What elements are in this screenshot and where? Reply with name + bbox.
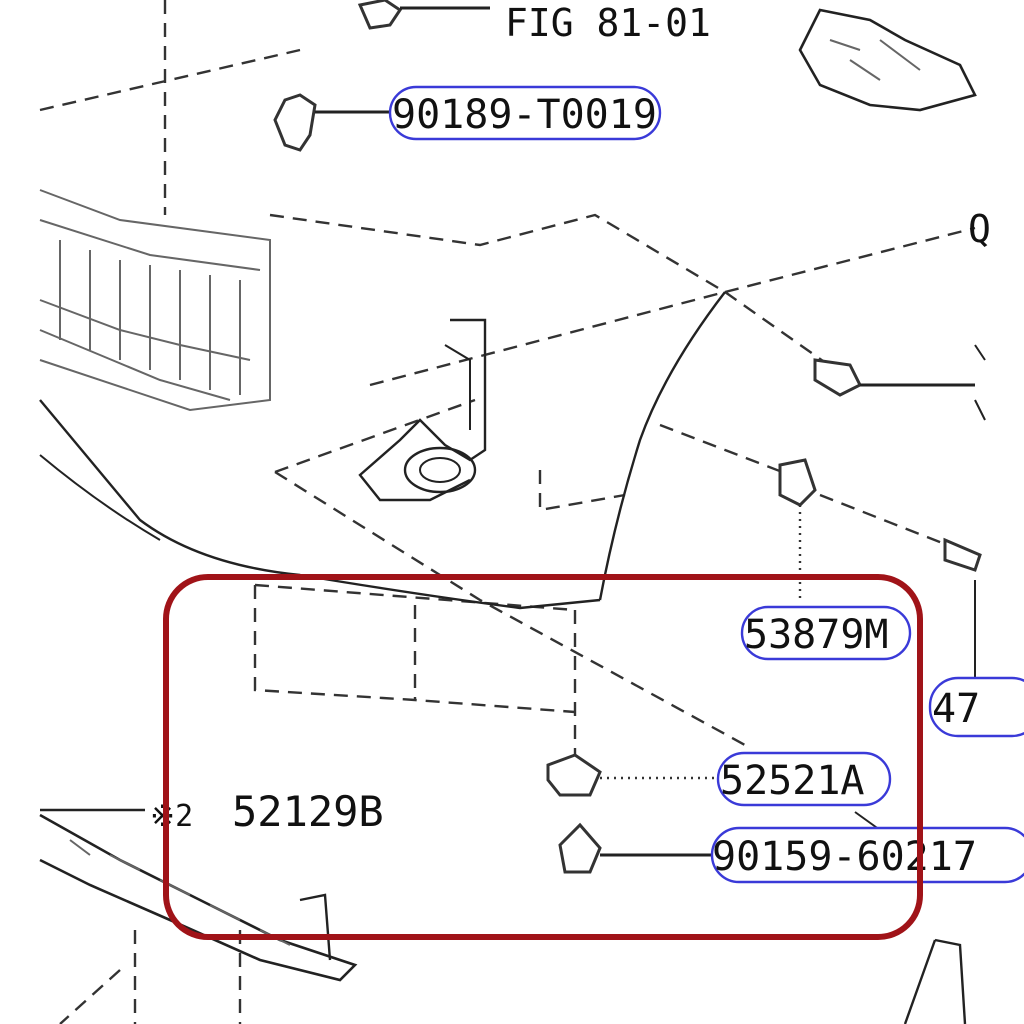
part-52129-qty-marker: ※2 — [150, 799, 193, 834]
callout-90159[interactable]: 90159-60217 — [710, 826, 1024, 884]
callout-52129[interactable]: ※2 52129B — [150, 787, 384, 836]
diagram-linework — [39, 0, 986, 1024]
part-52129-label: 52129B — [232, 787, 384, 836]
callout-90189[interactable]: 90189-T0019 — [388, 85, 662, 141]
fig-reference[interactable]: FIG 81-01 — [505, 1, 711, 45]
callout-90189-border — [388, 85, 662, 141]
fig-ref-label: FIG 81-01 — [505, 1, 711, 45]
part-90189-label: 90189-T0019 — [392, 92, 657, 138]
callout-53879-border — [740, 605, 912, 661]
part-53879-label: 53879M — [744, 612, 889, 658]
callout-53879[interactable]: 53879M — [740, 605, 912, 661]
callout-47[interactable]: 47 — [928, 676, 1024, 738]
highlight-box — [163, 574, 923, 940]
part-52521-label: 52521A — [720, 758, 865, 804]
callout-52521-border — [716, 751, 892, 807]
edge-q-label: Q — [968, 207, 991, 251]
part-47-label: 47 — [932, 686, 980, 732]
callout-edge-q[interactable]: Q — [968, 207, 991, 251]
part-90159-label: 90159-60217 — [712, 834, 977, 880]
callout-47-border — [928, 676, 1024, 738]
callout-90159-border — [710, 826, 1024, 884]
callout-52521[interactable]: 52521A — [716, 751, 892, 807]
